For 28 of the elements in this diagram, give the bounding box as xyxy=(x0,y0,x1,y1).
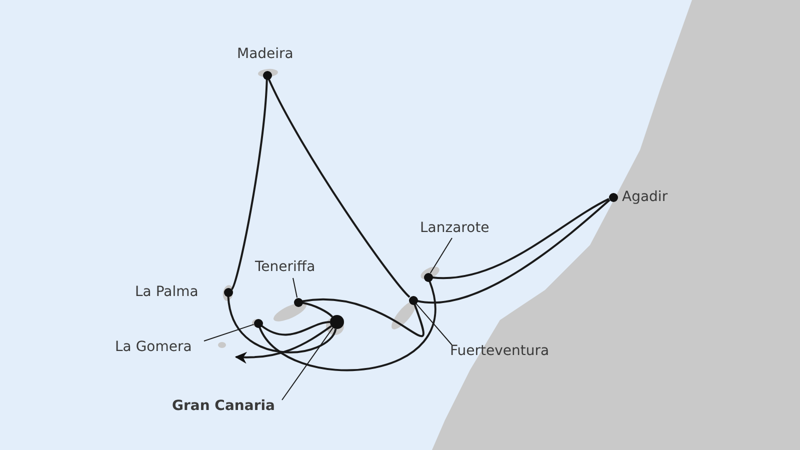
leader-line xyxy=(204,324,254,342)
leader-line xyxy=(282,327,334,400)
leader-line xyxy=(415,302,452,346)
leader-line xyxy=(430,238,452,274)
route-line xyxy=(432,198,610,279)
route-line xyxy=(302,302,334,318)
route-line xyxy=(268,78,410,298)
port-name: La Gomera xyxy=(115,339,192,356)
leader-line xyxy=(292,278,298,298)
port-name: Lanzarote xyxy=(420,220,490,237)
port-name: Gran Canaria xyxy=(172,398,275,415)
port-name: Agadir xyxy=(622,189,668,206)
port-name: Teneriffa xyxy=(255,259,316,276)
port-name: Madeira xyxy=(237,46,294,63)
port-dot xyxy=(294,298,302,306)
port-name: Fuerteventura xyxy=(450,343,550,360)
route-arrow xyxy=(234,325,332,364)
port-name: La Palma xyxy=(135,284,198,301)
route-line xyxy=(302,298,424,337)
port-dot xyxy=(330,315,344,329)
route-line xyxy=(417,199,610,304)
route-line xyxy=(230,79,268,290)
route-line xyxy=(261,321,330,336)
port-dot xyxy=(408,296,418,304)
port-dot xyxy=(608,192,618,202)
route-line xyxy=(258,280,436,372)
port-dot xyxy=(254,318,262,328)
route-line xyxy=(227,296,337,354)
